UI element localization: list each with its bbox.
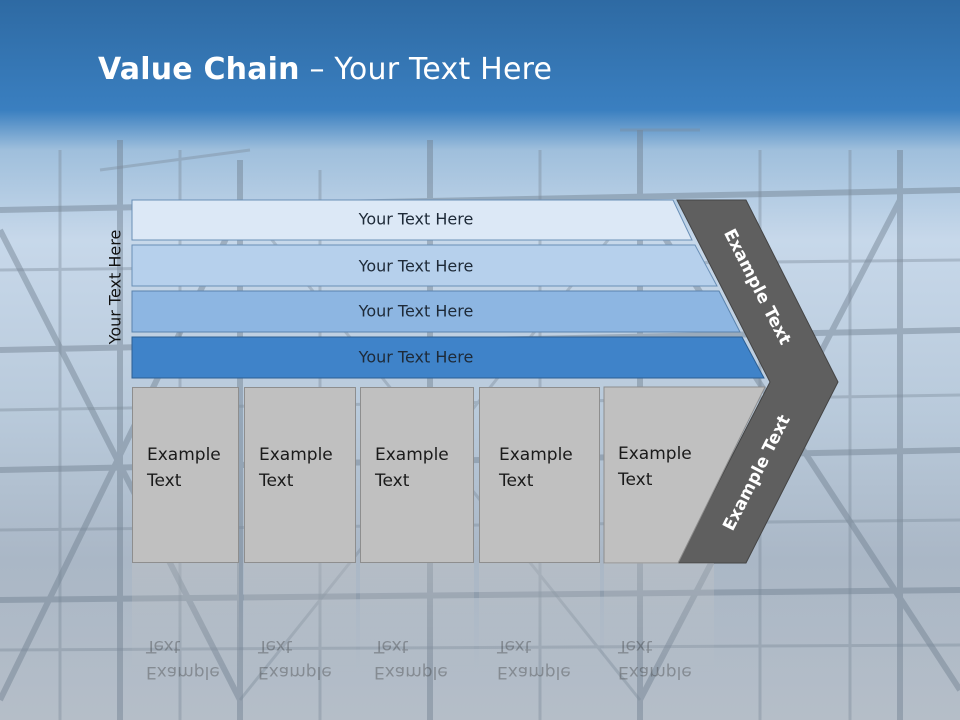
reflection-box: [132, 563, 239, 673]
reflection-line-2: Text: [258, 636, 293, 656]
bar-2-shape: [131, 244, 718, 287]
reflection-line-2: Text: [374, 636, 409, 656]
reflection-line-1: Example: [497, 662, 571, 682]
bar-label: Your Text Here: [358, 347, 474, 367]
reflection-text: Example Text: [146, 633, 220, 685]
reflection-box: [479, 563, 600, 673]
bar-label: Your Text Here: [358, 209, 474, 229]
title-bold: Value Chain: [98, 52, 300, 87]
title-rest: – Your Text Here: [299, 52, 553, 87]
bar-label: Your Text Here: [358, 256, 474, 276]
reflection-line-2: Text: [618, 636, 653, 656]
last-box-shape: [603, 386, 766, 564]
box-line-1: Example: [618, 444, 692, 464]
bar-4-shape: [131, 336, 765, 379]
page-title: Value Chain – Your Text Here: [98, 52, 552, 87]
bar-1-shape: [131, 199, 693, 241]
box-line-1: Example: [375, 445, 449, 465]
bar-3-shape: [131, 290, 741, 333]
reflection-line-2: Text: [497, 636, 532, 656]
reflection-box: [604, 563, 714, 673]
reflection-box: [360, 563, 474, 673]
reflection-line-1: Example: [146, 662, 220, 682]
box-line-1: Example: [259, 445, 333, 465]
reflection-text: Example Text: [374, 633, 448, 685]
reflection-text: Example Text: [258, 633, 332, 685]
reflection-line-1: Example: [258, 662, 332, 682]
reflection: Example Text Example Text Example Text Exam…: [0, 563, 960, 720]
box-line-2: Text: [147, 471, 182, 491]
box-line-2: Text: [618, 470, 653, 490]
reflection-line-2: Text: [146, 636, 181, 656]
box-line-2: Text: [499, 471, 534, 491]
reflection-text: Example Text: [497, 633, 571, 685]
box-line-2: Text: [259, 471, 294, 491]
box-line-1: Example: [499, 445, 573, 465]
reflection-line-1: Example: [618, 662, 692, 682]
box-line-1: Example: [147, 445, 221, 465]
reflection-line-1: Example: [374, 662, 448, 682]
box-line-2: Text: [375, 471, 410, 491]
reflection-text: Example Text: [618, 633, 692, 685]
reflection-box: [244, 563, 356, 673]
bar-label: Your Text Here: [358, 301, 474, 321]
chevron-arrow-shape: [676, 199, 839, 564]
